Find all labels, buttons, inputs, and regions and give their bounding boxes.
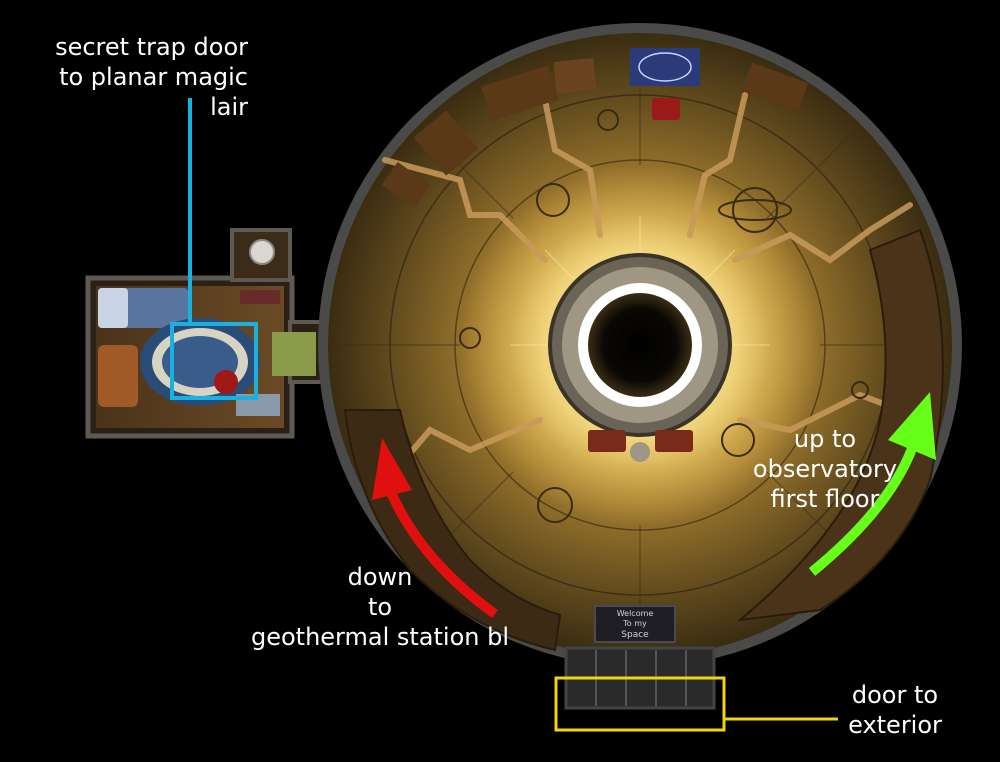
down-arrow xyxy=(372,438,498,619)
door-label: door to exterior xyxy=(830,680,960,740)
trap-door-label: secret trap door to planar magic lair xyxy=(52,32,248,122)
central-portal xyxy=(548,253,732,437)
up-label-line: up to xyxy=(793,425,857,453)
door-label-line: door to xyxy=(851,681,939,709)
door-box xyxy=(554,676,726,732)
observatory-tower xyxy=(318,23,962,667)
trap-door-box xyxy=(170,322,258,400)
down-label: down to geothermal station bl xyxy=(246,562,514,652)
stairs-up xyxy=(736,228,944,622)
trap-door-label-line: lair xyxy=(210,93,248,121)
svg-text:To my: To my xyxy=(622,619,647,628)
svg-text:Space: Space xyxy=(621,630,649,640)
down-label-line: geothermal station bl xyxy=(250,623,510,651)
planet-decals xyxy=(459,109,869,523)
welcome-sign: Welcome To my Space xyxy=(594,605,676,643)
down-label-line: to xyxy=(367,593,393,621)
side-room xyxy=(85,228,328,439)
toilet-icon xyxy=(249,239,275,265)
star-chart xyxy=(630,48,700,86)
armchair xyxy=(98,345,138,407)
up-label: up to observatory first floor xyxy=(720,424,930,514)
up-label-line: first floor xyxy=(770,485,880,513)
red-chair xyxy=(652,98,680,120)
trap-door-label-line: to planar magic xyxy=(59,63,248,91)
door-callout xyxy=(554,676,838,732)
up-arrow xyxy=(808,392,936,576)
control-consoles xyxy=(588,430,693,462)
door-label-line: exterior xyxy=(848,711,942,739)
green-mat xyxy=(272,332,316,376)
down-label-line: down xyxy=(347,563,413,591)
trap-door-callout xyxy=(170,98,258,400)
trap-door-label-line: secret trap door xyxy=(55,33,248,61)
up-label-line: observatory xyxy=(752,455,898,483)
bookshelves xyxy=(381,48,809,208)
svg-text:Welcome: Welcome xyxy=(617,609,654,618)
